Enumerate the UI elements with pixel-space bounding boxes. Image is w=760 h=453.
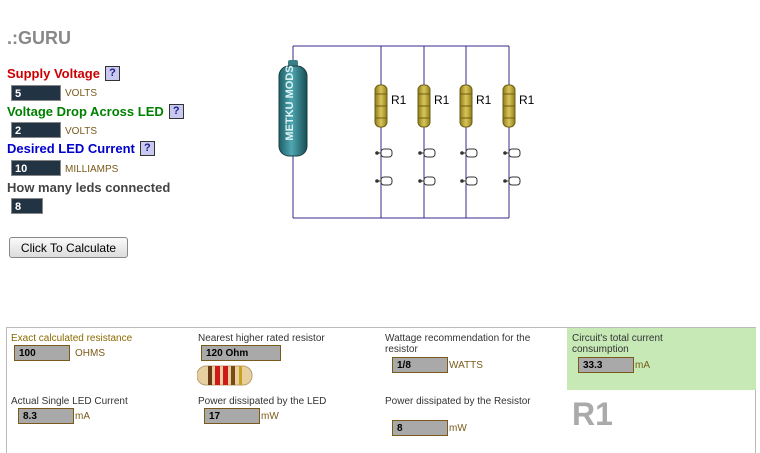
power-resistor-label: Power dissipated by the Resistor [385, 396, 531, 407]
resistor-label: R1 [434, 93, 450, 107]
power-led-unit: mW [261, 411, 279, 422]
exact-resistance-label: Exact calculated resistance [11, 333, 133, 344]
help-icon[interactable]: ? [168, 104, 184, 119]
resistor-label: R1 [519, 93, 535, 107]
led-icon [418, 148, 436, 158]
wattage-label: Wattage recommendation for the resistor [385, 333, 531, 355]
power-led-label: Power dissipated by the LED [198, 396, 327, 407]
led-icon [503, 148, 521, 158]
exact-resistance-value: 100 [14, 345, 70, 361]
led-group [375, 148, 521, 186]
battery-icon: METKU MODS [278, 60, 308, 157]
circuit-wires [292, 45, 510, 219]
circuit-diagram: METKU MODS R1 R1 R1 R1 [278, 45, 535, 219]
led-count-input[interactable]: 8 [11, 198, 43, 214]
led-icon [375, 148, 393, 158]
power-led-value: 17 [204, 408, 260, 424]
led-icon [460, 148, 478, 158]
led-current-label-text: Desired LED Current [7, 141, 135, 156]
resistor-icon [459, 84, 473, 128]
resistor-label: R1 [476, 93, 492, 107]
resistor-color-icon [197, 365, 253, 386]
resistor-group [374, 84, 516, 128]
power-resistor-value: 8 [392, 420, 448, 436]
led-icon [503, 176, 521, 186]
led-icon [418, 176, 436, 186]
help-icon[interactable]: ? [104, 66, 120, 81]
led-count-label: How many leds connected [7, 180, 171, 195]
voltage-drop-label: Voltage Drop Across LED? [7, 104, 184, 119]
voltage-drop-unit: VOLTS [65, 126, 98, 137]
led-current-unit: MILLIAMPS [65, 164, 119, 175]
single-led-current-value: 8.3 [18, 408, 74, 424]
resistor-name-display: R1 [572, 396, 613, 432]
voltage-drop-input[interactable]: 2 [11, 122, 61, 138]
wattage-unit: WATTS [449, 360, 483, 371]
resistor-label: R1 [391, 93, 407, 107]
exact-resistance-unit: OHMS [75, 348, 105, 359]
calculate-button[interactable]: Click To Calculate [9, 237, 128, 258]
led-current-input[interactable]: 10 [11, 160, 61, 176]
supply-voltage-unit: VOLTS [65, 88, 98, 99]
led-icon [375, 176, 393, 186]
power-resistor-unit: mW [449, 423, 467, 434]
single-led-current-label: Actual Single LED Current [11, 396, 128, 407]
voltage-drop-label-text: Voltage Drop Across LED [7, 104, 164, 119]
nearest-resistor-label: Nearest higher rated resistor [198, 333, 325, 344]
resistor-icon [374, 84, 388, 128]
led-current-label: Desired LED Current? [7, 141, 155, 156]
app-title: .:GURU [7, 28, 71, 48]
help-icon[interactable]: ? [139, 141, 155, 156]
wattage-value: 1/8 [392, 357, 448, 373]
resistor-icon [502, 84, 516, 128]
supply-voltage-label: Supply Voltage? [7, 66, 120, 81]
resistor-icon [417, 84, 431, 128]
total-current-value: 33.3 [578, 357, 634, 373]
battery-text: METKU MODS [284, 65, 296, 140]
total-current-unit: mA [635, 360, 650, 371]
total-current-label: Circuit's total current consumption [572, 333, 663, 355]
nearest-resistor-value: 120 Ohm [201, 345, 281, 361]
single-led-current-unit: mA [75, 411, 90, 422]
supply-voltage-label-text: Supply Voltage [7, 66, 100, 81]
led-icon [460, 176, 478, 186]
supply-voltage-input[interactable]: 5 [11, 85, 61, 101]
